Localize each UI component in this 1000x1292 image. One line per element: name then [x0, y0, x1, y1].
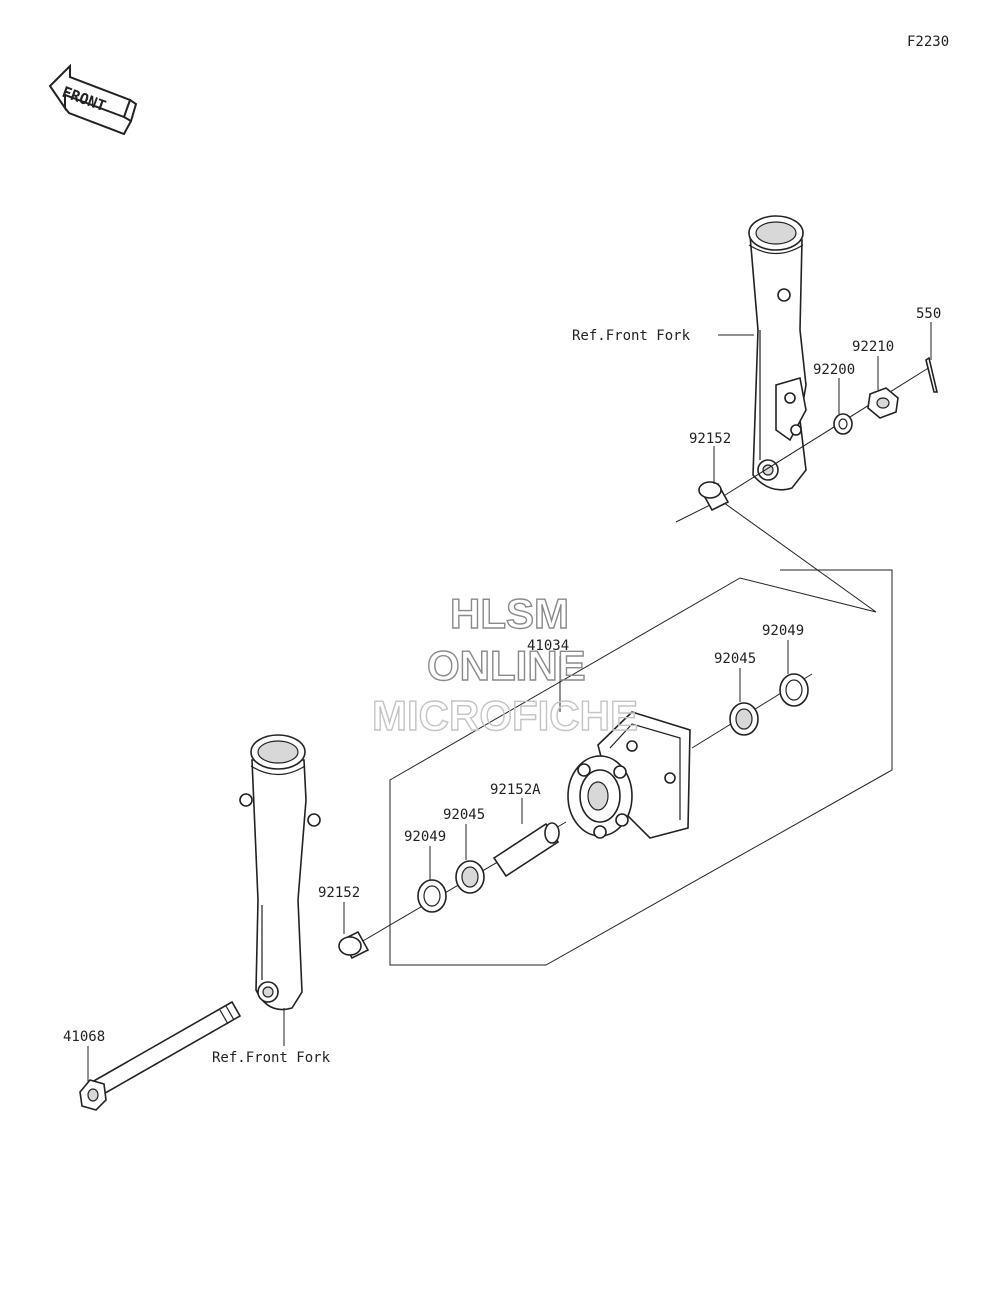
bearing-92045-right: [729, 702, 759, 736]
nut-92210: [867, 387, 899, 419]
label-92152-right: 92152: [689, 431, 731, 447]
seal-92049-left: [417, 879, 447, 913]
cotter-pin-550: [925, 356, 939, 393]
label-41068: 41068: [63, 1029, 105, 1045]
label-92210: 92210: [852, 339, 894, 355]
label-92049-left: 92049: [404, 829, 446, 845]
wheel-hub-41034: [567, 711, 691, 839]
watermark-line-2: ONLINE: [427, 642, 586, 689]
label-92049-right: 92049: [762, 623, 804, 639]
spacer-92152-right: [698, 481, 730, 512]
watermark-line-1: HLSM: [450, 590, 569, 637]
seal-92049-right: [779, 673, 809, 707]
axle-41068: [79, 1000, 242, 1111]
label-ref-front-fork-right: Ref.Front Fork: [572, 328, 691, 344]
label-41034: 41034: [527, 638, 569, 654]
spacer-92152-left: [338, 930, 370, 960]
left-fork-leg: [239, 734, 321, 1011]
front-arrow-icon: FRONT: [48, 63, 138, 136]
label-92152A: 92152A: [490, 782, 541, 798]
assembly-outline-upper: [389, 499, 893, 966]
label-92200: 92200: [813, 362, 855, 378]
label-92045-left: 92045: [443, 807, 485, 823]
watermark-line-3: MICROFICHE: [372, 692, 638, 739]
label-92152-left: 92152: [318, 885, 360, 901]
figure-code: F2230: [907, 34, 949, 50]
label-ref-front-fork-left: Ref.Front Fork: [212, 1050, 331, 1066]
collar-92152A: [492, 822, 560, 878]
bearing-92045-left: [455, 860, 485, 894]
label-550: 550: [916, 306, 941, 322]
label-92045-right: 92045: [714, 651, 756, 667]
washer-92200: [833, 413, 853, 435]
right-fork-leg: [748, 215, 807, 491]
